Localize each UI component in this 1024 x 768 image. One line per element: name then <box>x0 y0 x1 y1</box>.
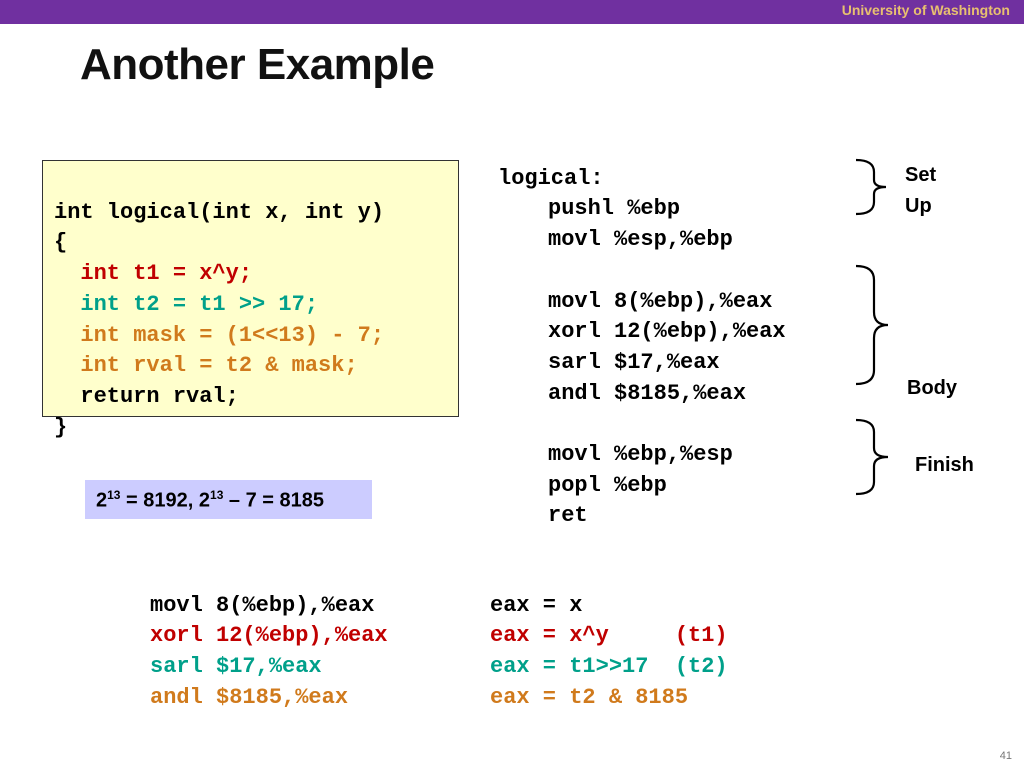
note-exponent: 13 <box>107 488 121 502</box>
asm-finish-line: popl %ebp <box>548 472 667 498</box>
note-base: 2 <box>96 489 108 512</box>
annotated-meaning: eax = x^y (t1) <box>490 623 728 649</box>
asm-body-line: sarl $17,%eax <box>548 349 720 375</box>
c-line-t1: int t1 = x^y; <box>54 261 253 287</box>
asm-spacer <box>498 409 786 440</box>
asm-spacer <box>498 256 786 287</box>
annotated-instruction: andl $8185,%eax <box>150 684 349 710</box>
power-note: 213 = 8192, 213 – 7 = 8185 <box>85 480 372 519</box>
c-line-open-brace: { <box>54 230 68 256</box>
asm-body-line: movl 8(%ebp),%eax <box>548 288 773 314</box>
c-code-box: int logical(int x, int y) { int t1 = x^y;… <box>42 160 459 440</box>
body-brace <box>855 264 889 386</box>
c-line-signature: int logical(int x, int y) <box>54 199 385 225</box>
asm-body-line: xorl 12(%ebp),%eax <box>548 319 786 345</box>
annotated-instructions: movl 8(%ebp),%eax xorl 12(%ebp),%eax sarl … <box>150 560 388 744</box>
page-number: 41 <box>999 750 1012 762</box>
header-bar: University of Washington <box>0 0 1024 24</box>
annotated-meaning: eax = t2 & 8185 <box>490 684 689 710</box>
asm-label: logical: <box>498 165 604 191</box>
c-line-return: return rval; <box>54 383 239 409</box>
slide-title: Another Example <box>80 40 435 89</box>
asm-finish-line: movl %ebp,%esp <box>548 442 733 468</box>
c-line-mask: int mask = (1<<13) - 7; <box>54 322 385 348</box>
annotated-instruction: xorl 12(%ebp),%eax <box>150 623 388 649</box>
c-line-t2: int t2 = t1 >> 17; <box>54 291 319 317</box>
setup-label-line1: Set <box>905 164 937 186</box>
setup-label: Set Up <box>905 160 936 222</box>
c-line-close-brace: } <box>54 414 68 440</box>
annotated-meaning: eax = x <box>490 592 583 618</box>
annotated-instruction: sarl $17,%eax <box>150 654 322 680</box>
setup-brace <box>855 158 887 216</box>
note-text: – 7 = 8185 <box>223 489 325 512</box>
annotated-meanings: eax = x eax = x^y (t1) eax = t1>>17 (t2) ea… <box>490 560 728 744</box>
body-label: Body <box>907 377 957 399</box>
finish-label: Finish <box>915 454 974 476</box>
note-text: = 8192, <box>120 489 199 512</box>
note-exponent: 13 <box>210 488 224 502</box>
assembly-listing: logical: pushl %ebp movl %esp,%ebp movl 8(… <box>498 133 786 563</box>
asm-setup-line: pushl %ebp <box>548 196 681 222</box>
university-name: University of Washington <box>841 2 1010 18</box>
asm-setup-line: movl %esp,%ebp <box>548 227 733 253</box>
annotated-instruction: movl 8(%ebp),%eax <box>150 592 375 618</box>
asm-body-line: andl $8185,%eax <box>548 380 747 406</box>
power-note-text: 213 = 8192, 213 – 7 = 8185 <box>96 488 324 513</box>
asm-finish-line: ret <box>548 503 588 529</box>
finish-brace <box>855 418 889 496</box>
note-base: 2 <box>198 489 211 512</box>
setup-label-line2: Up <box>905 195 932 217</box>
annotated-meaning: eax = t1>>17 (t2) <box>490 654 728 680</box>
c-code: int logical(int x, int y) { int t1 = x^y;… <box>54 167 384 505</box>
c-line-rval: int rval = t2 & mask; <box>54 353 358 379</box>
